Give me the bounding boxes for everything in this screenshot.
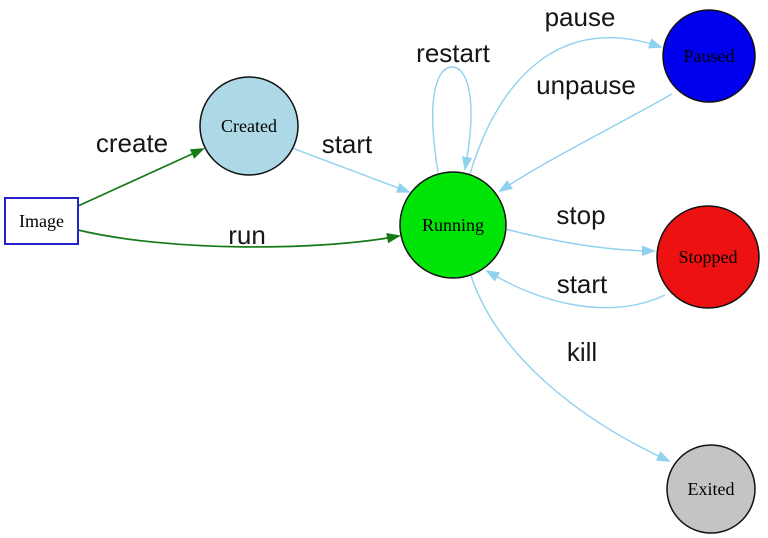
node-image-label: Image [19,211,64,231]
edge-run-arrowhead-icon [386,232,401,244]
edge-pause-arrowhead-icon [647,38,663,49]
node-created-label: Created [221,116,277,136]
edge-unpause-label: unpause [536,70,636,100]
node-stopped: Stopped [656,205,760,309]
node-paused-label: Paused [684,46,735,66]
edge-unpause-line [499,93,673,192]
edge-restart-label: restart [416,38,490,68]
node-exited-label: Exited [688,479,735,499]
edge-unpause: unpause [498,70,673,193]
edge-create: create [77,128,205,207]
node-image: Image [4,197,79,245]
node-created: Created [199,76,299,176]
node-exited: Exited [666,444,756,534]
edge-start-created: start [291,129,411,193]
edge-kill-line [470,275,670,462]
edge-create-line [77,148,204,207]
edge-start-stopped-line [486,270,666,309]
edge-stop-arrowhead-icon [641,245,656,257]
node-paused-shape [662,9,756,103]
edge-run-line [77,229,400,248]
edge-start-created-arrowhead-icon [395,182,411,193]
node-stopped-shape [656,205,760,309]
edge-unpause-arrowhead-icon [498,180,513,193]
node-running-label: Running [422,215,484,235]
edge-start-stopped-label: start [557,269,608,299]
edge-kill-arrowhead-icon [655,451,671,462]
node-stopped-label: Stopped [678,247,737,267]
edge-run: run [77,220,401,250]
edge-stop: stop [504,200,656,257]
node-exited-shape [666,444,756,534]
node-paused: Paused [662,9,756,103]
node-created-shape [199,76,299,176]
edge-start-created-label: start [322,129,373,159]
edge-restart: restart [416,38,491,173]
edge-kill-label: kill [567,337,597,367]
edge-run-label: run [228,220,266,250]
edge-start-stopped-arrowhead-icon [485,269,500,282]
edge-pause: pause [469,2,663,175]
node-image-shape [4,197,79,245]
edge-restart-arrowhead-icon [461,156,473,171]
node-running-shape [399,171,507,279]
edge-restart-line [432,66,472,173]
edge-pause-line [469,37,662,175]
node-running: Running [399,171,507,279]
edge-create-arrowhead-icon [189,148,205,159]
edge-pause-label: pause [545,2,616,32]
edge-create-label: create [96,128,168,158]
edge-start-stopped: start [485,269,666,309]
edge-start-created-line [291,147,410,193]
edge-stop-label: stop [556,200,605,230]
edge-kill: kill [470,275,671,462]
edge-stop-line [504,228,655,252]
